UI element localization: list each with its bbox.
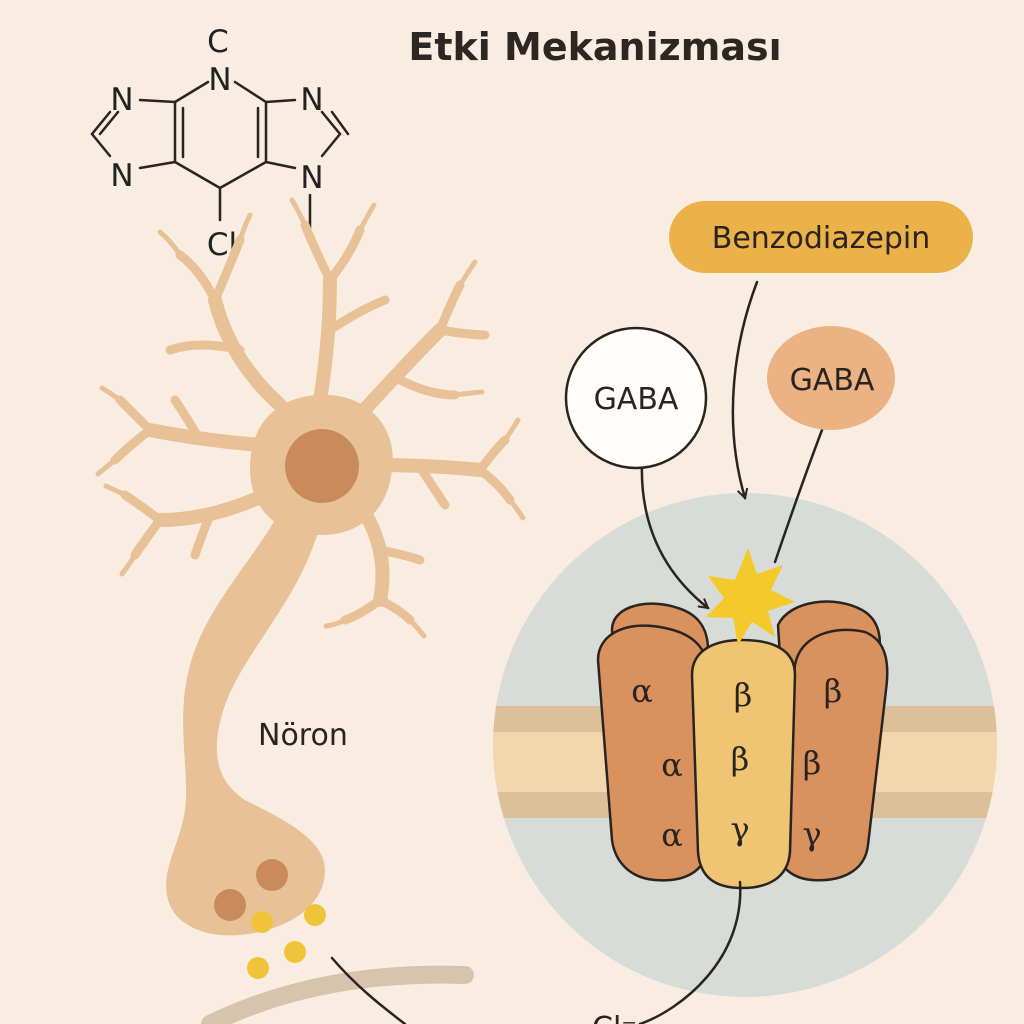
binding-site-star	[706, 548, 795, 645]
gaba-right-label: GABA	[790, 363, 875, 398]
atom-label: N	[300, 160, 323, 196]
subunit-label: β	[734, 676, 753, 714]
arrow-benzodiazepine	[731, 280, 759, 498]
subunit-left	[596, 624, 710, 882]
neuron-axon	[166, 520, 325, 936]
neuron-nucleus	[285, 429, 359, 503]
atom-labels: C N N N N N Cl	[110, 24, 323, 263]
ion-flow-line	[638, 880, 742, 1024]
atom-label: N	[110, 82, 133, 118]
neuron-dendrites	[95, 197, 526, 639]
subunit-labels: α α α β β γ β β γ	[631, 672, 842, 854]
gaba-left-circle	[564, 326, 708, 470]
atom-label: N	[300, 82, 323, 118]
gaba-left-callout: GABA	[564, 326, 708, 470]
atom-label: N	[110, 158, 133, 194]
atom-label: N	[208, 62, 231, 98]
synapse-link-line	[330, 956, 407, 1024]
subunit-label: α	[661, 746, 683, 784]
subunit-label: β	[824, 672, 843, 710]
gaba-right-ellipse	[767, 326, 895, 430]
arrows	[330, 280, 824, 1024]
neuron-illustration	[95, 197, 526, 1024]
page-title: Etki Mekanizması	[408, 25, 781, 69]
gaba-left-label: GABA	[594, 382, 679, 417]
subunit-label: β	[803, 744, 822, 782]
synaptic-vesicle	[214, 889, 246, 921]
atom-label: C	[207, 24, 229, 60]
gaba-right-callout: GABA	[767, 326, 895, 430]
synaptic-vesicle	[256, 859, 288, 891]
subunit-label: α	[661, 816, 683, 854]
receptor-subunits	[596, 600, 889, 890]
arrow-gaba-right	[773, 428, 824, 564]
neuron-label: Nöron	[258, 718, 348, 753]
released-neurotransmitters	[247, 904, 326, 979]
subunit-label: γ	[730, 810, 749, 848]
receptor-panel: α α α β β γ β β γ	[493, 493, 997, 997]
subunit-right	[773, 628, 889, 882]
subunit-center	[690, 638, 797, 890]
benzodiazepine-callout: Benzodiazepin	[669, 201, 973, 273]
arrow-gaba-left	[640, 460, 708, 608]
chloride-ion-label: Cl⁻	[592, 1011, 637, 1024]
subunit-label: γ	[802, 815, 821, 853]
subunit-label: β	[731, 740, 750, 778]
postsynaptic-membrane	[201, 965, 474, 1024]
subunit-label: α	[631, 672, 653, 710]
benzodiazepine-pill	[669, 201, 973, 273]
benzodiazepine-label: Benzodiazepin	[712, 221, 931, 256]
chemical-structure	[90, 80, 350, 234]
